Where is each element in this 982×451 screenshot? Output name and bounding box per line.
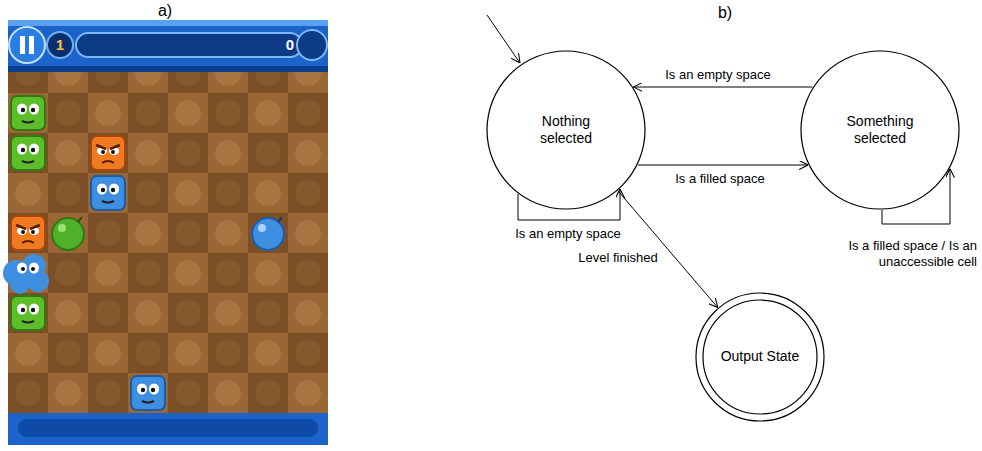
transition-label: Is a filled space / Is an unaccessible c…: [835, 238, 979, 269]
game-board: [8, 70, 328, 415]
transition-label: Is an empty space: [663, 67, 773, 83]
game-pieces: [3, 96, 284, 410]
state-name: Output State: [721, 348, 800, 366]
transition-label: Is a filled space: [673, 171, 767, 187]
game-counter: 0: [286, 36, 294, 53]
game-screenshot: [0, 0, 340, 451]
transition-arrow: [638, 165, 808, 166]
start-arrow: [487, 15, 520, 63]
panel-letter: a): [158, 2, 172, 20]
final-state: Output State: [695, 292, 825, 422]
bottom-bar: [8, 413, 328, 445]
state-name: Something selected: [830, 113, 930, 148]
top-bar: [8, 20, 328, 72]
panel-letter: b): [718, 4, 732, 22]
transition-arrow: [633, 87, 812, 88]
state-name: Nothing selected: [516, 113, 616, 148]
transition-label: Is an empty space: [513, 226, 623, 242]
game-counter: 1: [56, 36, 64, 53]
transition-label: Level finished: [576, 250, 660, 266]
state-circle: Nothing selected: [486, 50, 646, 210]
state-circle: Something selected: [800, 50, 960, 210]
